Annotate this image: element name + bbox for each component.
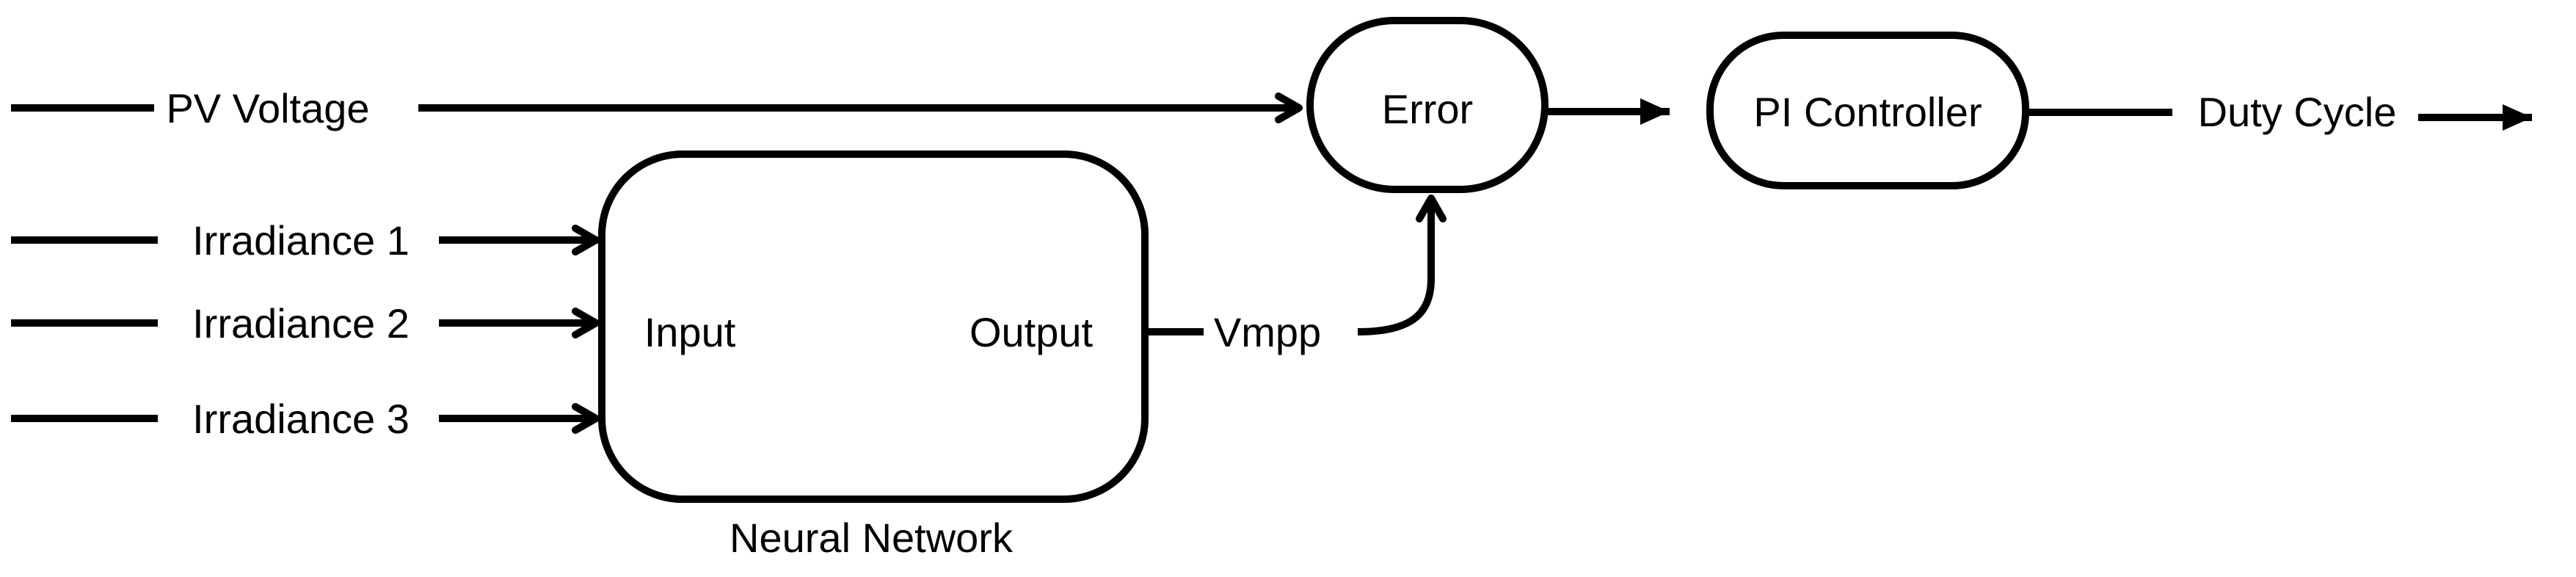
error-block [1306,17,1549,193]
error-label: Error [1382,86,1473,132]
pv-voltage-label: PV Voltage [166,85,369,131]
neural-network-output-label: Output [969,309,1094,355]
neural-network-block [598,150,1149,503]
neural-network-caption: Neural Network [729,515,1014,561]
irradiance-1-label: Irradiance 1 [192,217,410,264]
irradiance-2-label: Irradiance 2 [192,300,410,346]
vmpp-label: Vmpp [1214,309,1321,355]
neural-network-input-label: Input [644,309,736,355]
pi-controller-label: PI Controller [1753,89,1982,135]
irradiance-3-label: Irradiance 3 [192,396,410,442]
vmpp-wire-curve [1357,195,1447,335]
duty-cycle-label: Duty Cycle [2198,89,2397,135]
